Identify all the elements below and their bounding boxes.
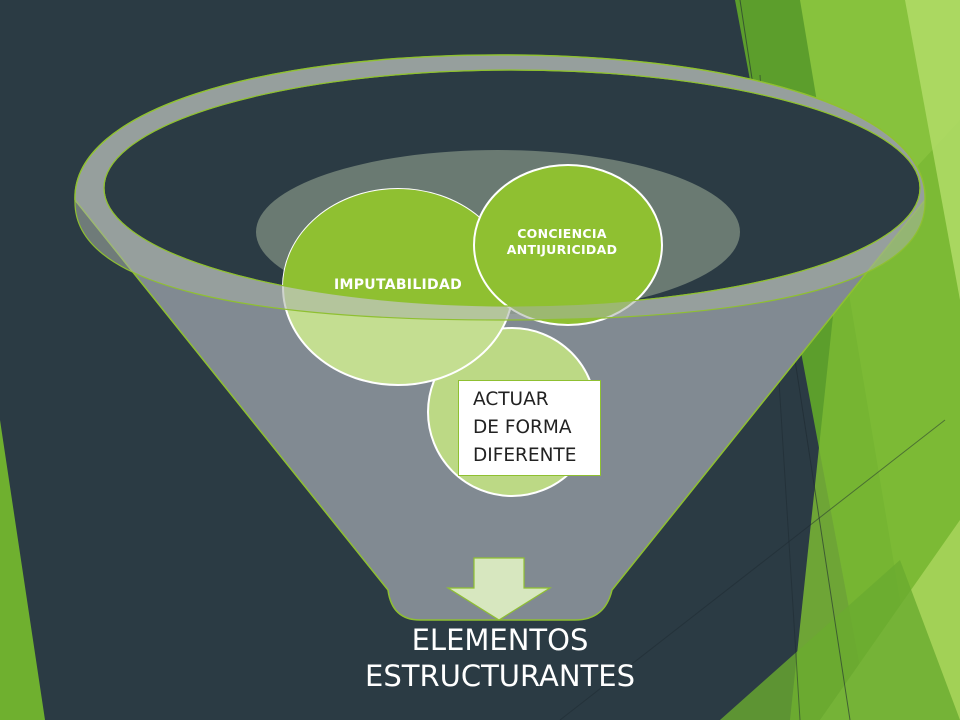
circle-imputabilidad-top xyxy=(283,189,513,306)
actuar-label: ACTUAR DE FORMA DIFERENTE xyxy=(473,389,577,466)
elementos-estructurantes-label: ELEMENTOS ESTRUCTURANTES xyxy=(365,623,635,693)
decor-green-shard-left xyxy=(0,420,45,720)
circle-conciencia xyxy=(473,164,663,326)
decor-line-2 xyxy=(559,419,946,720)
decor-green-shard-3 xyxy=(790,120,960,720)
actuar-label-box: ACTUAR DE FORMA DIFERENTE xyxy=(458,380,601,476)
decor-green-shard-5 xyxy=(905,0,960,300)
imputabilidad-label: IMPUTABILIDAD xyxy=(333,277,463,293)
conciencia-antijuricidad-label: CONCIENCIA ANTIJURICIDAD xyxy=(506,226,618,257)
funnel-rim-band xyxy=(74,54,926,321)
down-arrow-icon xyxy=(445,557,553,621)
decor-green-shard-6 xyxy=(720,560,960,720)
